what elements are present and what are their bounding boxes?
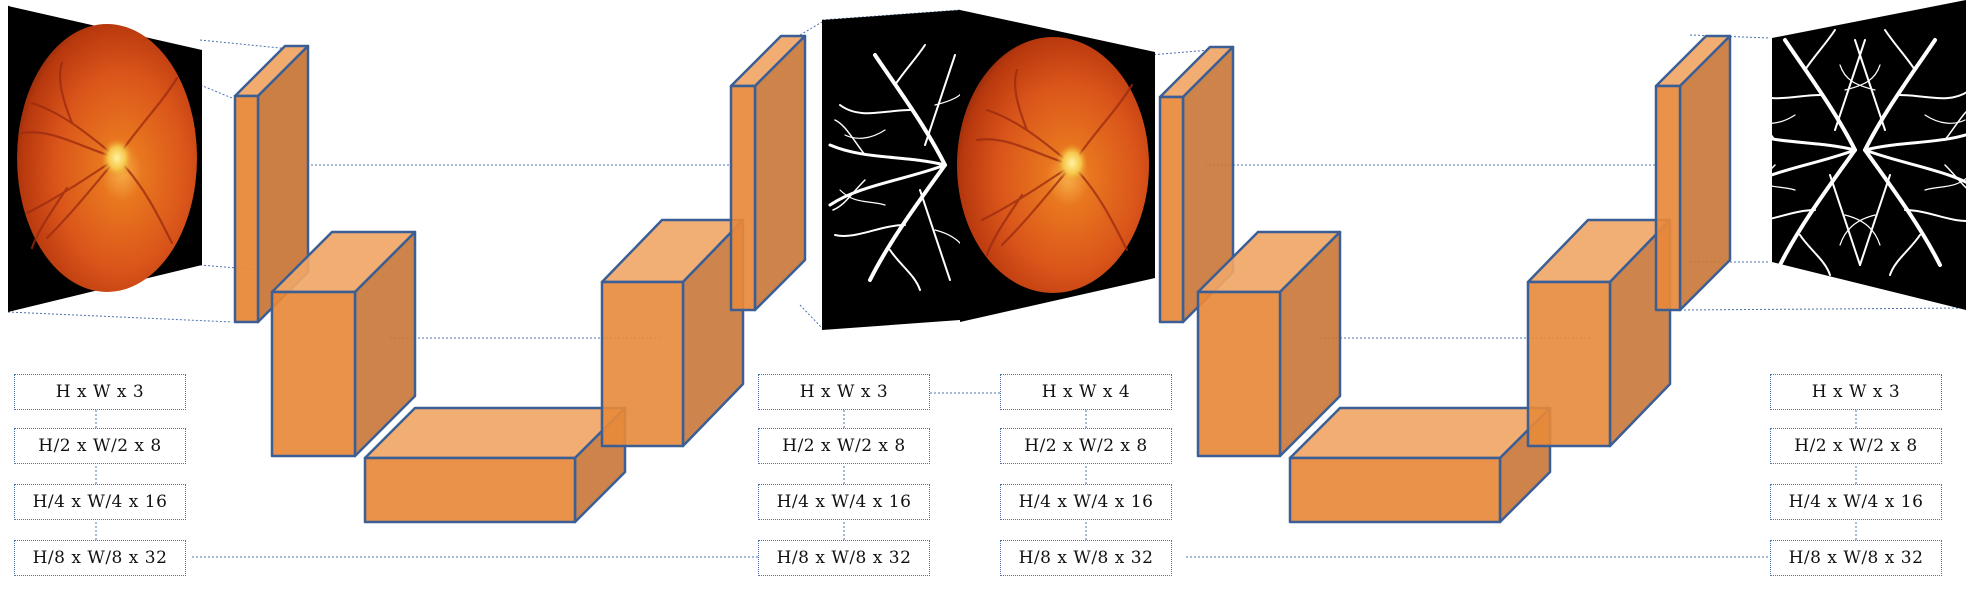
- output-vessel-map-1: [822, 10, 970, 330]
- unet-2-encoder-dim-4: H/8 x W/8 x 32: [1000, 540, 1172, 576]
- unet-1-decoder-dim-3: H/4 x W/4 x 16: [758, 484, 930, 520]
- unet-2-decoder-dim-2: H/2 x W/2 x 8: [1770, 428, 1942, 464]
- input-fundus-image-2: [957, 10, 1155, 322]
- input-fundus-image-1: [8, 6, 202, 312]
- unet-2-decoder-dim-1: H x W x 3: [1770, 374, 1942, 410]
- unet-2-decoder-block-2: [1528, 220, 1670, 446]
- unet-2-encoder-dim-1: H x W x 4: [1000, 374, 1172, 410]
- unet-1-encoder-dim-1: H x W x 3: [14, 374, 186, 410]
- unet-2-decoder-block-1: [1656, 36, 1730, 310]
- unet-1-encoder-dim-2: H/2 x W/2 x 8: [14, 428, 186, 464]
- unet-1-decoder-dim-1: H x W x 3: [758, 374, 930, 410]
- unet-2-encoder-dim-3: H/4 x W/4 x 16: [1000, 484, 1172, 520]
- unet-1-encoder-dim-3: H/4 x W/4 x 16: [14, 484, 186, 520]
- output-vessel-map-2: [1740, 0, 1968, 310]
- unet-1-decoder-block-1: [731, 36, 805, 310]
- unet-1-decoder-dim-4: H/8 x W/8 x 32: [758, 540, 930, 576]
- unet-1-encoder-dim-4: H/8 x W/8 x 32: [14, 540, 186, 576]
- unet-1-decoder-dim-2: H/2 x W/2 x 8: [758, 428, 930, 464]
- unet-2-bottleneck-block: [1290, 408, 1550, 522]
- unet-2-decoder-dim-3: H/4 x W/4 x 16: [1770, 484, 1942, 520]
- unet-2-encoder-dim-2: H/2 x W/2 x 8: [1000, 428, 1172, 464]
- unet-1-decoder-block-2: [602, 220, 743, 446]
- unet-1-bottleneck-block: [365, 408, 625, 522]
- unet-2-decoder-dim-4: H/8 x W/8 x 32: [1770, 540, 1942, 576]
